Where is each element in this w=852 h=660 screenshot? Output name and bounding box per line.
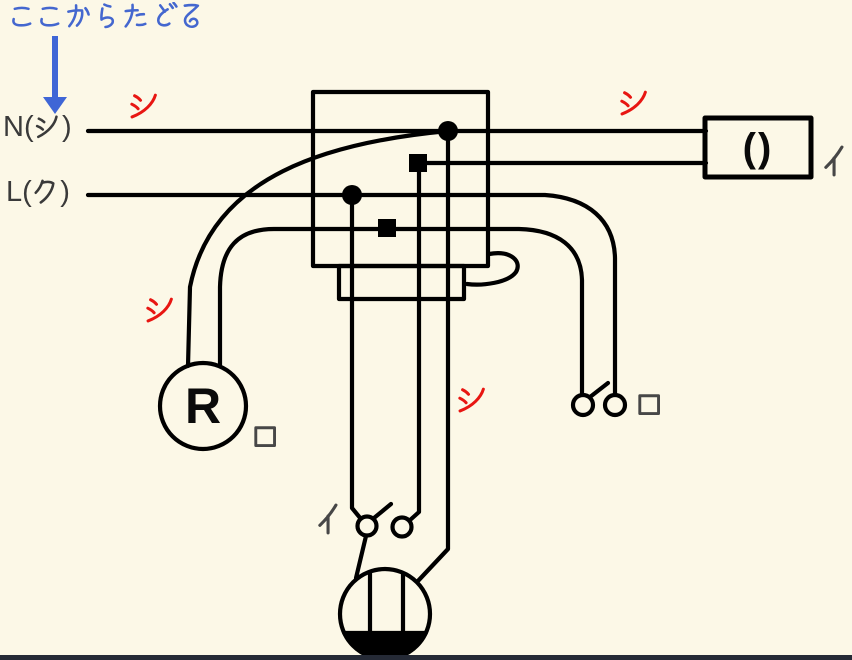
receptacle-letter: R (184, 378, 222, 434)
neutral-terminal-label: N() (3, 111, 72, 143)
white-wire-mark-4 (455, 383, 491, 419)
switch-ro-terminal-right (602, 392, 628, 418)
trace-start-label (8, 2, 207, 30)
switch-i-terminal-left (355, 514, 379, 538)
switch-i-circuit-mark (314, 502, 348, 536)
white-wire-mark-2 (617, 86, 653, 122)
square-joint-upper (409, 154, 427, 172)
live-wire (85, 192, 618, 398)
cable-loop (464, 251, 520, 287)
switch-ro-terminal-left (570, 392, 596, 418)
switch-i-return-wire (406, 169, 422, 524)
switch-ro-blade (587, 380, 611, 400)
blank-device-box (702, 115, 814, 180)
trace-arrow-icon (43, 36, 67, 114)
switch-to-light-wire (353, 533, 369, 581)
junction-box-neck (336, 263, 467, 302)
blank-device-symbol: ( ) (742, 125, 774, 170)
white-wire-mark-3 (143, 293, 179, 329)
switch-ro-circuit-mark (633, 388, 665, 420)
switch-i-terminal-right (390, 515, 414, 539)
neutral-branch-to-receptacle (185, 128, 451, 369)
live-junction-dot (342, 185, 362, 205)
neutral-junction-dot (438, 121, 458, 141)
receptacle-switch-wire (217, 226, 585, 398)
neutral-drop-to-light (414, 138, 451, 585)
white-wire-mark-1 (127, 89, 163, 125)
receptacle-circuit-mark (249, 420, 281, 452)
live-terminal-label: L() (6, 176, 70, 208)
bottom-edge-band (0, 655, 852, 660)
live-drop-to-switch-i (349, 194, 364, 522)
switch-i-blade (371, 501, 394, 521)
blank-device-circuit-mark (820, 144, 852, 178)
square-joint-lower (378, 219, 396, 237)
junction-box (310, 89, 491, 269)
lamp-receptacle-symbol (157, 360, 249, 452)
